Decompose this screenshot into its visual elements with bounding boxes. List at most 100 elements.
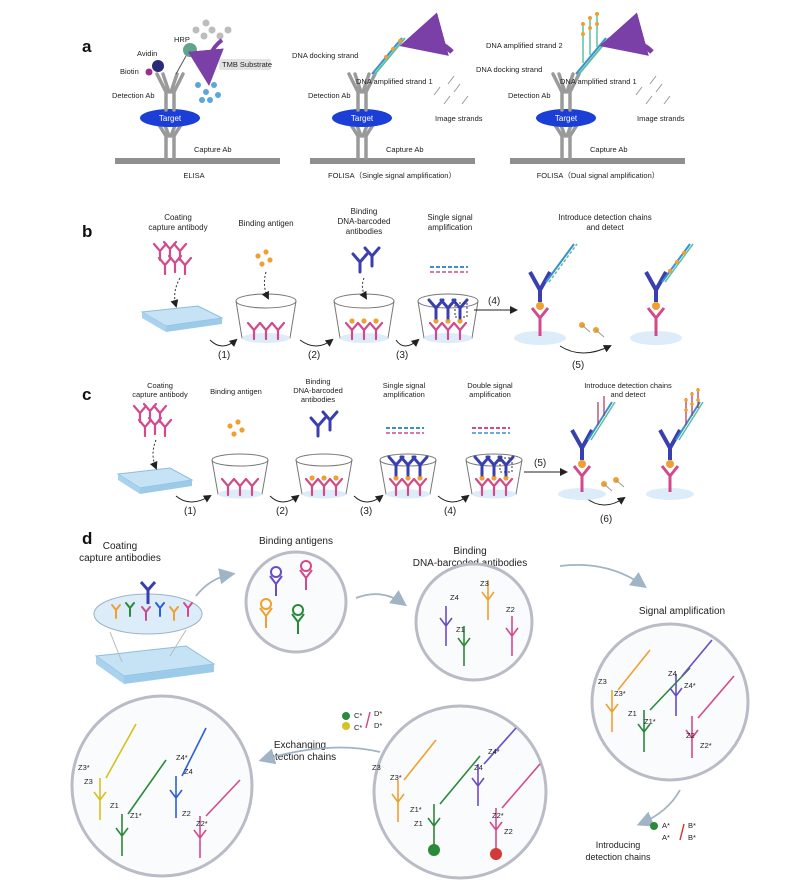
amplified1-label: DNA amplified strand 1 bbox=[356, 77, 433, 86]
c-double-1: Double signal bbox=[467, 381, 513, 390]
d-binding-antigens: Binding antigens bbox=[259, 536, 333, 547]
image-strands-label: Image strands bbox=[637, 114, 685, 123]
c-step-6: (6) bbox=[600, 514, 612, 525]
image-strands-icon bbox=[433, 75, 469, 105]
d-chains-ab: A* A* B* B* bbox=[650, 821, 696, 842]
d-c4-label-z2s: Z2* bbox=[492, 811, 504, 820]
amplified2-strands bbox=[582, 12, 598, 63]
c-step-arrows bbox=[175, 468, 626, 506]
d-chain-d2: D* bbox=[374, 721, 382, 730]
d-c5-label-z1: Z1 bbox=[110, 801, 119, 810]
folisa-single-diagram: Target DNA docking strand DNA amplified … bbox=[292, 12, 483, 180]
d-introducing-1: Introducing bbox=[596, 840, 641, 850]
c-well-3 bbox=[379, 453, 437, 499]
elisa-target-label: Target bbox=[159, 114, 182, 123]
d-c3-label-z1s: Z1* bbox=[644, 717, 656, 726]
d-lens bbox=[93, 581, 203, 635]
b-introduce-1: Introduce detection chains bbox=[558, 213, 651, 222]
d-signal-amp: Signal amplification bbox=[639, 606, 725, 617]
d-c4-label-z3: Z3 bbox=[372, 763, 381, 772]
b-step-1: (1) bbox=[218, 350, 230, 361]
capture-ab-icon bbox=[550, 118, 582, 160]
b-well-1 bbox=[235, 293, 297, 343]
green-reporter-icon bbox=[428, 844, 440, 856]
b-detection-ab-icon bbox=[351, 246, 381, 274]
elisa-base bbox=[115, 158, 280, 164]
c-double-2: amplification bbox=[469, 390, 511, 399]
d-c5-label-z4: Z4 bbox=[184, 767, 193, 776]
elisa-diagram: Target TMB Substrate Avidin HRP Biotin D… bbox=[112, 19, 280, 180]
b-binding-dna-3: antibodies bbox=[346, 227, 382, 236]
d-c5-label-z3s: Z3* bbox=[78, 763, 90, 772]
b-step-3: (3) bbox=[396, 350, 408, 361]
c-binding-dna-3: antibodies bbox=[301, 395, 335, 404]
linker-line bbox=[175, 55, 187, 75]
capture-ab-label: Capture Ab bbox=[590, 145, 628, 154]
c-well-2 bbox=[295, 453, 353, 499]
d-c4-label-z1: Z1 bbox=[414, 819, 423, 828]
image-strands-icon bbox=[635, 75, 671, 105]
c-binding-dna-2: DNA-barcoded bbox=[293, 386, 343, 395]
panel-b: b Coating capture antibody Binding antig… bbox=[82, 207, 694, 371]
b-well-2 bbox=[333, 293, 395, 343]
d-coating-1: Coating bbox=[103, 541, 137, 552]
d-c5-label-z1s: Z1* bbox=[130, 811, 142, 820]
detection-ab-icon bbox=[155, 72, 185, 112]
b-step-2: (2) bbox=[308, 350, 320, 361]
panel-a: a Target TM bbox=[82, 12, 685, 180]
d-c3-label-z3s: Z3* bbox=[614, 689, 626, 698]
panel-letter-c: c bbox=[82, 385, 91, 404]
c-complex-2 bbox=[646, 388, 704, 500]
c-probe-icon bbox=[601, 477, 625, 492]
substrate-dots-icon bbox=[192, 19, 232, 40]
hrp-label: HRP bbox=[174, 35, 190, 44]
b-single-2: amplification bbox=[428, 223, 472, 232]
c-detection-ab-icon bbox=[309, 410, 339, 438]
d-chain-c1: C* bbox=[354, 711, 362, 720]
d-circle-introducing: Z3 Z3* Z4* Z4 Z1 Z1* Z2 Z2* bbox=[372, 704, 548, 880]
b-drop-arrow-1 bbox=[170, 277, 181, 308]
b-step-5: (5) bbox=[572, 360, 584, 371]
c-single-2: amplification bbox=[383, 390, 425, 399]
b-coating-line2: capture antibody bbox=[148, 223, 207, 232]
d-c4-label-z3s: Z3* bbox=[390, 773, 402, 782]
d-introducing-2: detection chains bbox=[585, 852, 651, 862]
d-chain-b2: B* bbox=[688, 833, 696, 842]
detection-ab-icon bbox=[551, 72, 581, 112]
docking-strand bbox=[575, 37, 607, 75]
avidin-icon bbox=[152, 60, 164, 72]
c-drop-arrow-1 bbox=[149, 439, 158, 470]
hybridize-arrow-icon bbox=[399, 12, 454, 56]
b-binding-dna-2: DNA-barcoded bbox=[338, 217, 391, 226]
d-c5-label-z2s: Z2* bbox=[196, 819, 208, 828]
d-c5-label-z3: Z3 bbox=[84, 777, 93, 786]
b-plate-icon bbox=[140, 305, 224, 332]
d-c2-label-z1: Z1 bbox=[456, 625, 465, 634]
d-c5-label-z2: Z2 bbox=[182, 809, 191, 818]
c-antibody-cluster-icon bbox=[132, 402, 173, 438]
d-chain-a1: A* bbox=[662, 821, 670, 830]
d-chain-a2: A* bbox=[662, 833, 670, 842]
docking-label: DNA docking strand bbox=[476, 65, 542, 74]
d-c3-label-z4: Z4 bbox=[668, 669, 677, 678]
panel-d: d Coating capture antibodies Binding ant… bbox=[70, 529, 750, 880]
b-complex-2 bbox=[630, 243, 694, 345]
d-c3-label-z4s: Z4* bbox=[684, 681, 696, 690]
detection-ab-icon bbox=[347, 72, 377, 112]
detection-ab-label: Detection Ab bbox=[112, 91, 155, 100]
capture-ab-label: Capture Ab bbox=[386, 145, 424, 154]
d-chain-c2: C* bbox=[354, 723, 362, 732]
biotin-icon bbox=[145, 68, 153, 76]
d-circle-amplification: Z3 Z3* Z4 Z4* Z1 Z1* Z2 Z2* bbox=[590, 622, 750, 782]
c-single-1: Single signal bbox=[383, 381, 426, 390]
c-step-2: (2) bbox=[276, 506, 288, 517]
c-step-5: (5) bbox=[534, 458, 546, 469]
docking-label: DNA docking strand bbox=[292, 51, 358, 60]
d-flow-arrows bbox=[195, 563, 681, 827]
b-coating-line1: Coating bbox=[164, 213, 192, 222]
panel-letter-d: d bbox=[82, 529, 92, 548]
target-ellipse bbox=[536, 109, 596, 127]
panel-letter-a: a bbox=[82, 37, 92, 56]
d-chain-d1: D* bbox=[374, 709, 382, 718]
c-strand-icon-1 bbox=[386, 427, 424, 434]
